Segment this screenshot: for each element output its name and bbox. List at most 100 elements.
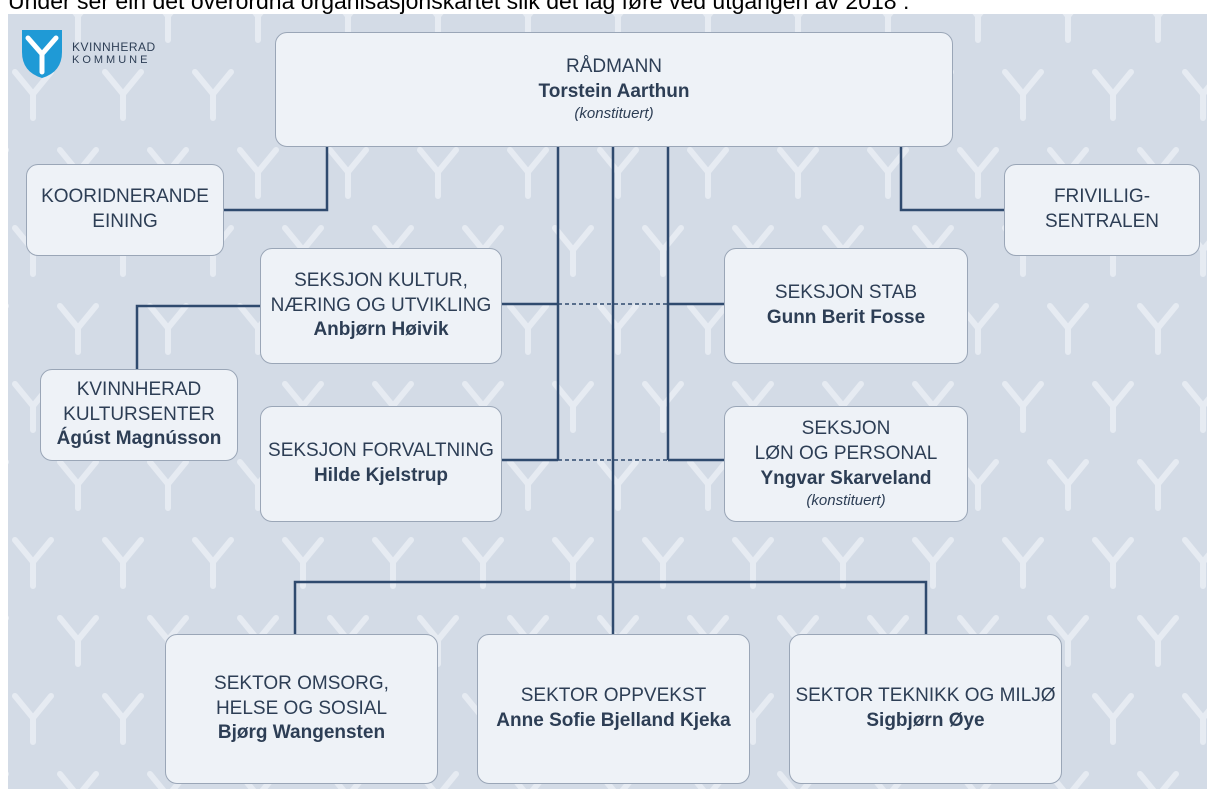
box-person-name: Anbjørn Høivik (313, 319, 449, 341)
pattern-mark (687, 303, 729, 355)
box-person-name: Hilde Kjelstrup (313, 465, 449, 486)
pattern-mark (192, 537, 234, 589)
pattern-mark (1092, 537, 1134, 589)
pattern-mark (552, 225, 594, 277)
pattern-mark (597, 303, 639, 355)
pattern-mark (147, 303, 189, 355)
pattern-mark (1047, 459, 1089, 511)
pattern-mark (1137, 303, 1179, 355)
kvinnherad-logo: KVINNHERAD KOMMUNE (20, 24, 170, 86)
pattern-mark (57, 459, 99, 511)
pattern-mark (552, 381, 594, 433)
pattern-mark (1092, 693, 1134, 745)
pattern-mark (1002, 69, 1044, 121)
pattern-mark (1182, 537, 1207, 589)
box-sektor-oppvekst: SEKTOR OPPVEKST Anne Sofie Bjelland Kjek… (477, 634, 750, 784)
box-title: SEKTOR TEKNIKK OG MILJØ (795, 685, 1056, 707)
pattern-mark (687, 147, 729, 199)
box-title: SEKSJON KULTUR, (294, 269, 468, 291)
box-radmann: RÅDMANN Torstein Aarthun (konstituert) (275, 32, 953, 147)
pattern-mark (1137, 615, 1179, 667)
pattern-mark (12, 69, 54, 121)
box-title: LØN OG PERSONAL (754, 442, 938, 464)
pattern-mark (1002, 537, 1044, 589)
pattern-mark (1047, 303, 1089, 355)
pattern-mark (102, 693, 144, 745)
box-person-name: Torstein Aarthun (538, 80, 690, 102)
pattern-mark (162, 14, 174, 43)
connector-line (135, 304, 260, 369)
box-title: SEKSJON STAB (774, 282, 918, 304)
box-seksjon-kultur: SEKSJON KULTUR, NÆRING OG UTVIKLING Anbj… (260, 248, 502, 364)
box-title: SENTRALEN (1044, 211, 1160, 232)
box-frivilligsentralen: FRIVILLIG- SENTRALEN (1004, 164, 1200, 256)
pattern-mark (1152, 14, 1164, 43)
pattern-mark (1047, 615, 1089, 667)
pattern-mark (72, 14, 84, 43)
pattern-mark (102, 69, 144, 121)
pattern-mark (1182, 69, 1207, 121)
box-title: KULTURSENTER (63, 403, 215, 425)
box-person-name: Sigbjørn Øye (866, 710, 985, 731)
pattern-mark (57, 771, 99, 789)
box-title: NÆRING OG UTVIKLING (270, 294, 492, 316)
pattern-mark (642, 225, 684, 277)
box-title: KVINNHERAD (76, 378, 202, 400)
pattern-mark (597, 459, 639, 511)
box-title: KOORIDNERANDE (41, 186, 209, 208)
box-title: HELSE OG SOSIAL (215, 697, 388, 719)
pattern-mark (507, 147, 549, 199)
box-note: (konstituert) (574, 105, 654, 123)
pattern-mark (12, 693, 54, 745)
pattern-mark (252, 14, 264, 43)
pattern-mark (1182, 693, 1207, 745)
box-seksjon-lon-og-personal: SEKSJON LØN OG PERSONAL Yngvar Skarvelan… (724, 406, 968, 522)
pattern-mark (237, 147, 279, 199)
pattern-mark (1002, 381, 1044, 433)
pattern-mark (957, 147, 999, 199)
box-seksjon-stab: SEKSJON STAB Gunn Berit Fosse (724, 248, 968, 364)
connector-line (293, 580, 928, 639)
pattern-mark (1137, 771, 1179, 789)
box-sektor-omsorg: SEKTOR OMSORG, HELSE OG SOSIAL Bjørg Wan… (165, 634, 438, 784)
box-title: SEKSJON (801, 418, 891, 440)
pattern-mark (12, 537, 54, 589)
connector-lines (135, 147, 1004, 639)
box-person-name: Anne Sofie Bjelland Kjeka (496, 710, 731, 731)
org-chart: KVINNHERAD KOMMUNE RÅDMANN Torstein Aart… (8, 14, 1207, 789)
shield-icon (22, 30, 62, 78)
box-person-name: Bjørg Wangensten (217, 722, 386, 744)
pattern-mark (687, 459, 729, 511)
box-title: SEKTOR OPPVEKST (520, 685, 707, 707)
box-person-name: Yngvar Skarveland (760, 467, 932, 489)
pattern-mark (507, 459, 549, 511)
pattern-mark (1092, 381, 1134, 433)
pattern-mark (1137, 459, 1179, 511)
pattern-mark (147, 459, 189, 511)
box-title: EINING (92, 211, 158, 232)
pattern-mark (102, 537, 144, 589)
page-caption: Under ser ein det overordna organisasjon… (8, 0, 910, 14)
pattern-mark (912, 537, 954, 589)
pattern-mark (1182, 381, 1207, 433)
logo-text: KOMMUNE (72, 54, 151, 66)
box-seksjon-forvaltning: SEKSJON FORVALTNING Hilde Kjelstrup (260, 406, 502, 522)
logo-text: KVINNHERAD (72, 40, 156, 54)
connector-line (224, 147, 329, 212)
box-kvinnherad-kultursenter: KVINNHERAD KULTURSENTER Ágúst Magnússon (40, 369, 238, 461)
pattern-mark (777, 147, 819, 199)
box-kooridnerande-eining: KOORIDNERANDE EINING (26, 164, 224, 256)
box-title: FRIVILLIG- (1053, 186, 1151, 208)
pattern-mark (1062, 14, 1074, 43)
pattern-mark (417, 147, 459, 199)
pattern-mark (192, 69, 234, 121)
box-person-name: Gunn Berit Fosse (766, 307, 926, 328)
pattern-mark (327, 147, 369, 199)
box-sektor-teknikk: SEKTOR TEKNIKK OG MILJØ Sigbjørn Øye (789, 634, 1062, 784)
box-title: SEKTOR OMSORG, (214, 672, 389, 694)
box-title: SEKSJON FORVALTNING (268, 440, 494, 462)
box-note: (konstituert) (806, 492, 886, 510)
box-title: RÅDMANN (565, 56, 663, 78)
pattern-mark (972, 14, 984, 43)
pattern-mark (1092, 69, 1134, 121)
